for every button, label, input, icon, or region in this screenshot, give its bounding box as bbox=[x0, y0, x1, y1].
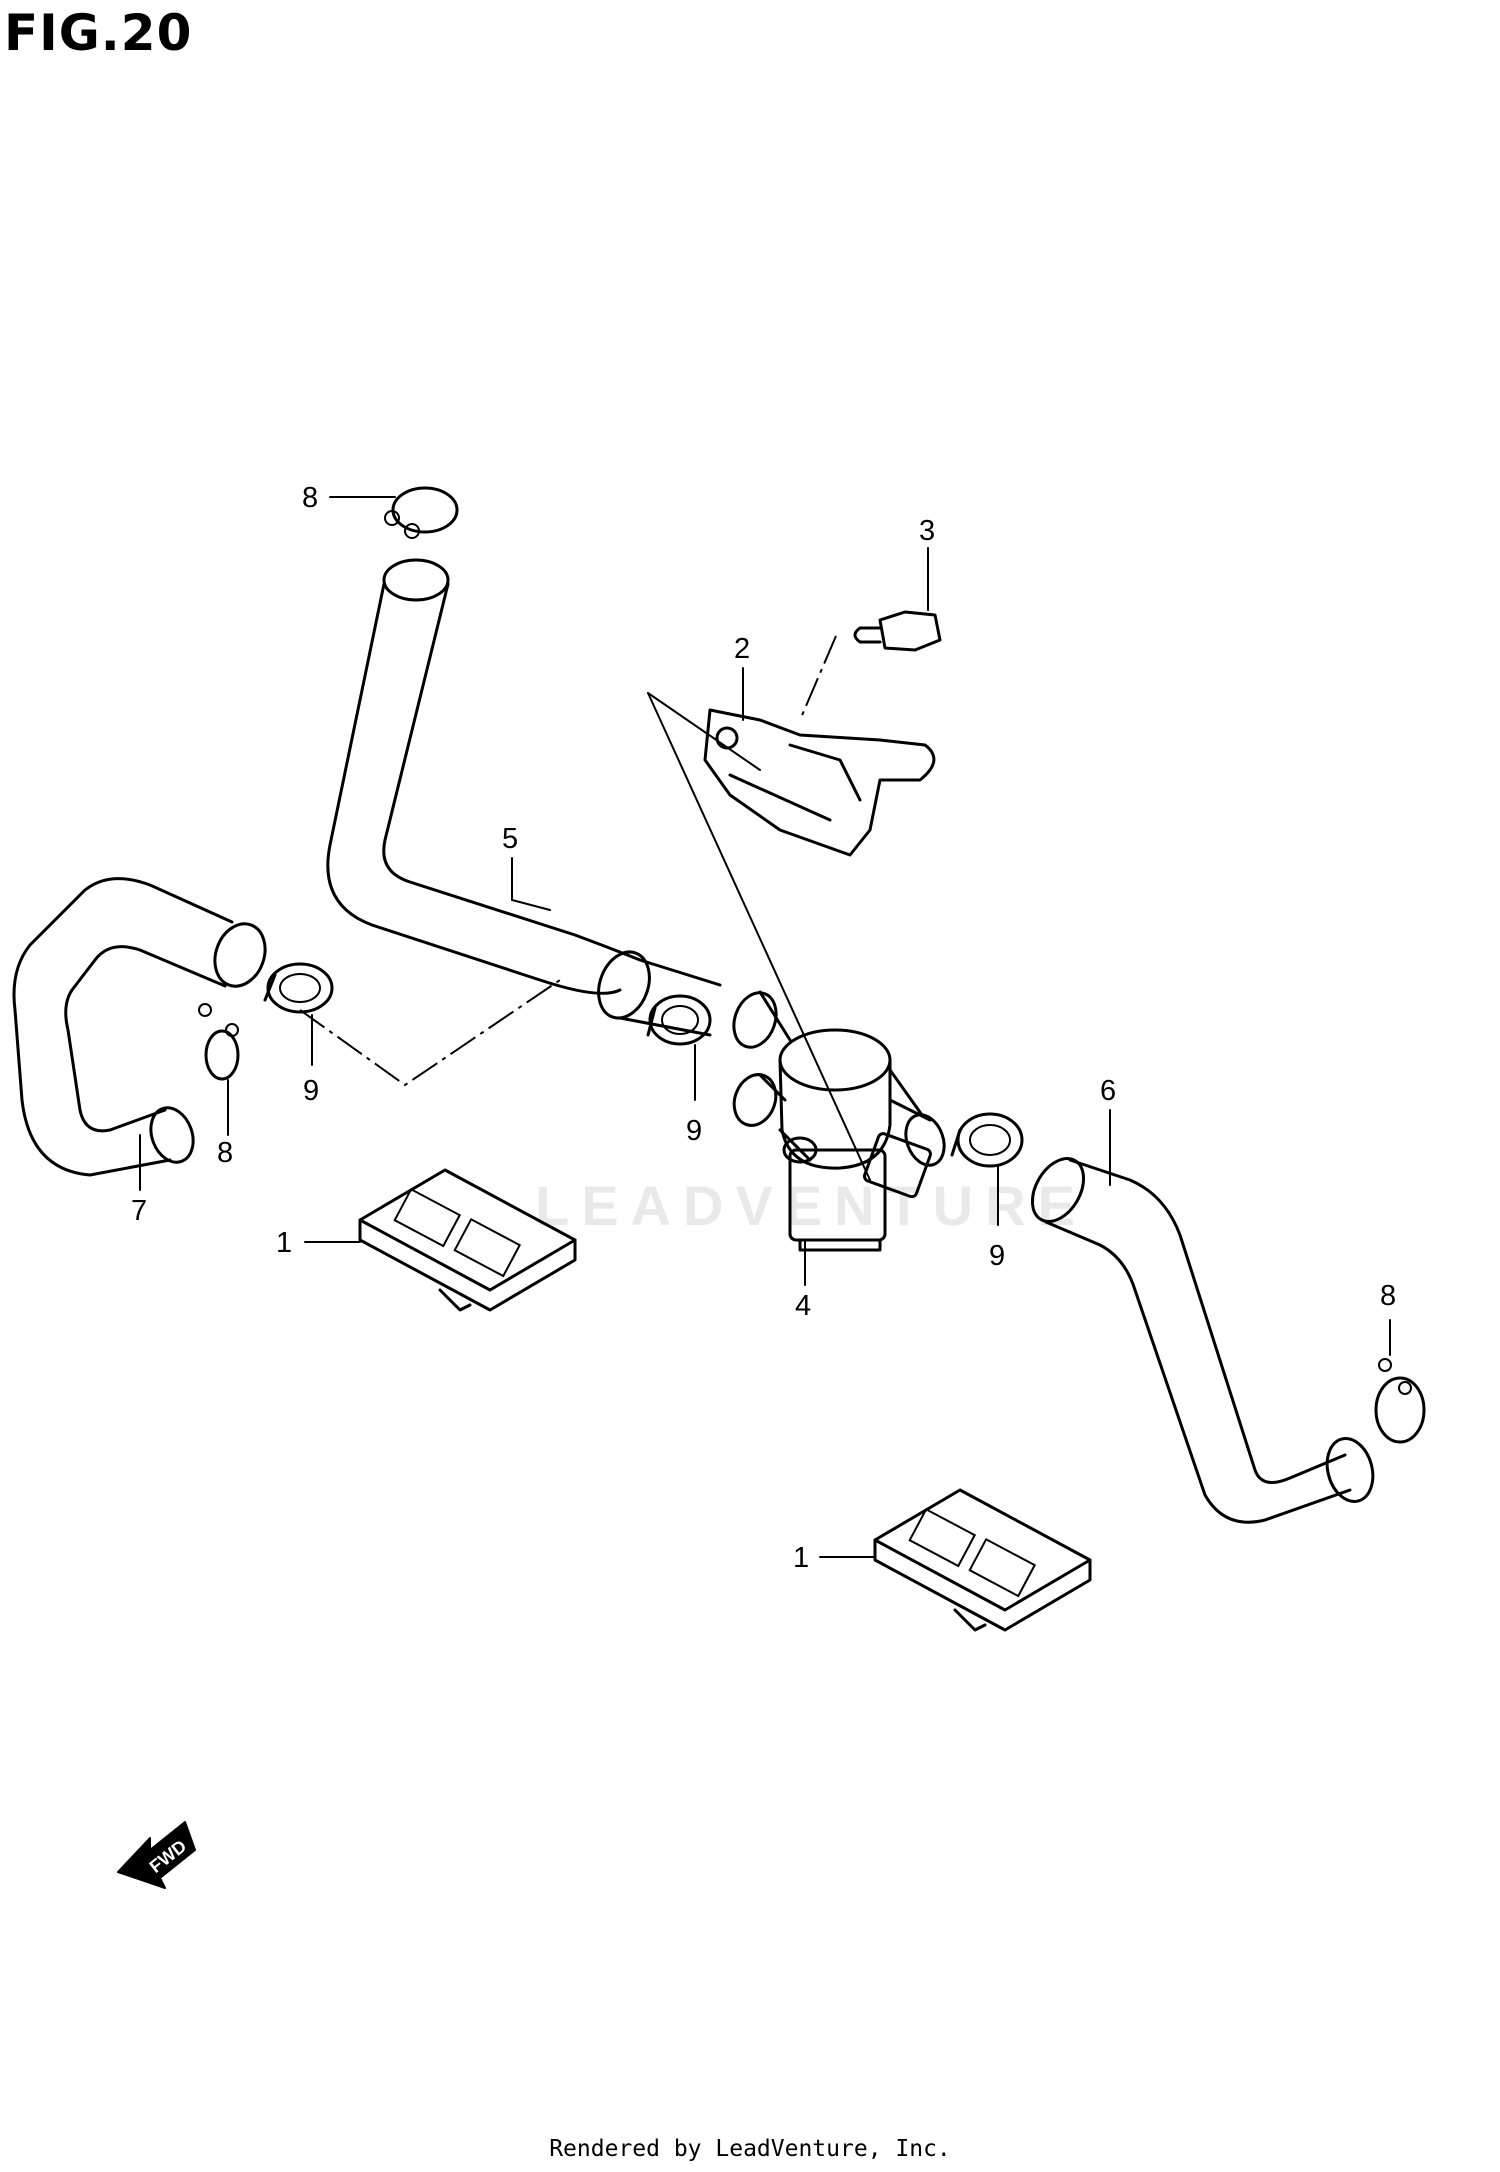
callout-6: 6 bbox=[1100, 1075, 1116, 1107]
footer-credit: Rendered by LeadVenture, Inc. bbox=[549, 2136, 951, 2162]
valve-4 bbox=[732, 990, 946, 1252]
bolt-3 bbox=[853, 610, 942, 652]
reed-valve-1a bbox=[358, 1168, 577, 1312]
clamp-9b bbox=[646, 994, 712, 1046]
callout-2: 2 bbox=[734, 633, 750, 665]
clamp-9c bbox=[950, 1112, 1024, 1168]
callout-7: 7 bbox=[131, 1195, 147, 1227]
bracket-2 bbox=[703, 708, 936, 857]
hose-5 bbox=[326, 558, 722, 1037]
callout-9-left: 9 bbox=[303, 1075, 319, 1107]
callout-3: 3 bbox=[919, 515, 935, 547]
leader-lines bbox=[139, 496, 1391, 1558]
ring-8c bbox=[1374, 1358, 1426, 1444]
hose-7 bbox=[12, 877, 267, 1177]
clamp-9a bbox=[263, 962, 334, 1014]
callout-9-center: 9 bbox=[686, 1115, 702, 1147]
watermark: LEADVENTURE bbox=[535, 1174, 1087, 1237]
reed-valve-1b bbox=[873, 1488, 1092, 1632]
ring-8a bbox=[384, 486, 459, 539]
fwd-arrow-icon: FWD bbox=[117, 1821, 196, 1889]
figure-title: FIG.20 bbox=[4, 4, 193, 62]
callout-5: 5 bbox=[502, 823, 518, 855]
hose-6 bbox=[1030, 1157, 1375, 1524]
callout-8-right: 8 bbox=[1380, 1280, 1396, 1312]
callout-8-left: 8 bbox=[217, 1137, 233, 1169]
callout-1-lower: 1 bbox=[793, 1542, 809, 1574]
callout-4: 4 bbox=[795, 1290, 811, 1322]
callout-1-upper: 1 bbox=[276, 1227, 292, 1259]
callout-9-right: 9 bbox=[989, 1240, 1005, 1272]
callout-8-top: 8 bbox=[302, 482, 318, 514]
ring-8b bbox=[198, 1003, 240, 1081]
